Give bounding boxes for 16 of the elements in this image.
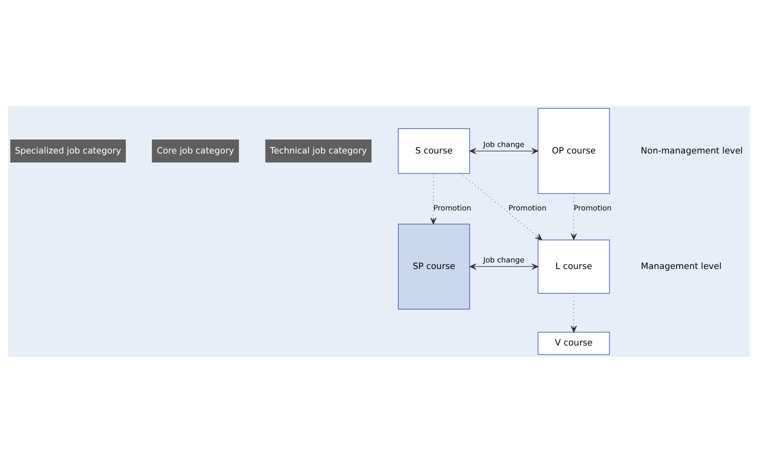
label: Management level (640, 261, 722, 272)
arrow (470, 263, 538, 270)
node-box: Specialized job category (10, 139, 126, 162)
node-box: Technical job category (265, 139, 372, 162)
arrow (430, 172, 436, 224)
node-box: OP course (538, 108, 610, 194)
node-box: V course (538, 331, 610, 354)
node-box: S course (398, 128, 470, 174)
node-box: Core job category (152, 139, 239, 162)
label: Non-management level (640, 146, 743, 156)
arrow (470, 147, 538, 154)
node-box: SP course (398, 223, 470, 309)
node-box: L course (538, 239, 610, 294)
arrow (570, 192, 577, 240)
arrow (570, 292, 577, 332)
arrow (460, 172, 542, 240)
